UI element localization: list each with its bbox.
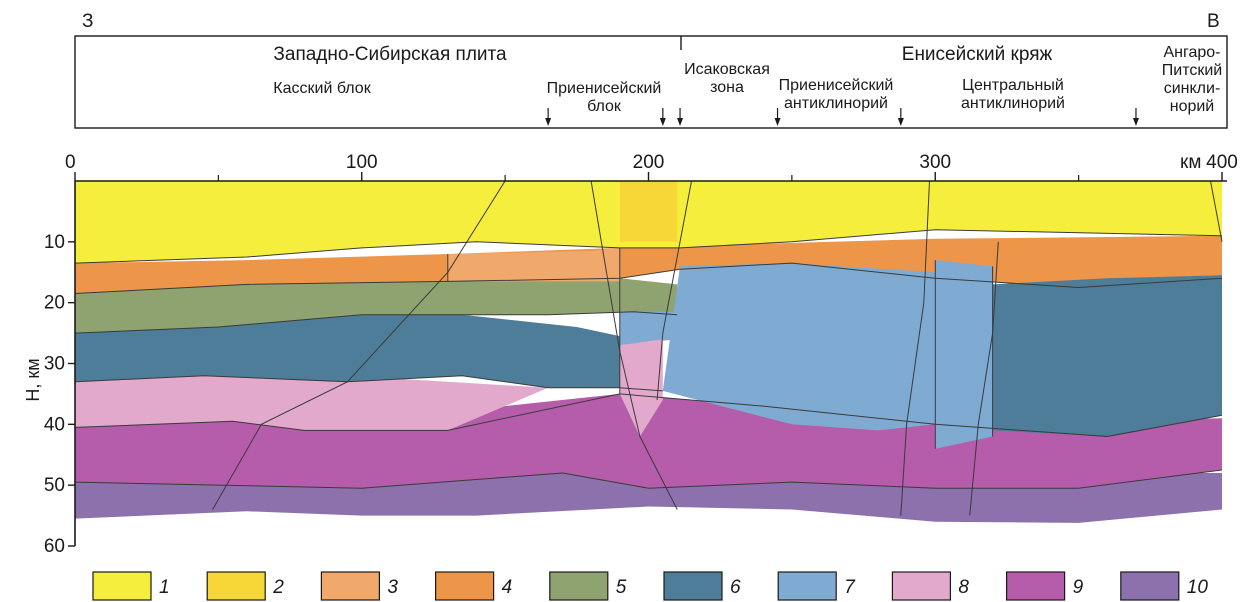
legend-label-3: 3	[387, 577, 398, 598]
layer-l7-area	[662, 263, 936, 431]
boundary-arrows	[545, 108, 1139, 126]
west-label: З	[82, 11, 93, 32]
y-axis-label: H, км	[23, 358, 43, 401]
legend-label-5: 5	[616, 577, 627, 598]
y-tick-label: 50	[44, 475, 65, 496]
layer-l6-area	[75, 308, 620, 388]
boundary-line	[590, 181, 678, 510]
legend-label-4: 4	[502, 577, 513, 598]
y-tick-label: 60	[44, 536, 65, 557]
x-axis: км 0 100 200 300 400	[65, 152, 1238, 181]
legend: 1 2 3 4 5 6 7 8 9 10	[92, 571, 1209, 601]
legend-swatch-1	[92, 571, 152, 601]
boundary-line	[656, 181, 692, 401]
legend-swatch-6	[663, 571, 723, 601]
x-tick-label: 400	[1206, 152, 1238, 173]
legend-label-10: 10	[1187, 577, 1209, 598]
legend-swatch-8	[891, 571, 952, 601]
legend-label-2: 2	[272, 577, 284, 598]
y-tick-label: 20	[44, 293, 65, 314]
header-frame: З В Западно-Сибирская плита Енисейский к…	[74, 11, 1228, 129]
ridge-title: Енисейский кряж	[902, 44, 1053, 65]
y-axis: H, км 10 20 30 40 50 60	[23, 232, 75, 557]
legend-swatch-7	[777, 571, 837, 601]
layer-l8-area	[619, 339, 663, 437]
boundary-arrow-head	[897, 118, 904, 126]
y-tick-label: 10	[44, 232, 65, 253]
legend-swatch-5	[549, 571, 609, 601]
boundary-line	[1210, 181, 1223, 242]
legend-swatch-3	[320, 571, 380, 601]
legend-label-6: 6	[730, 577, 741, 598]
boundary-line	[75, 469, 1223, 489]
boundary-arrow-head	[1132, 118, 1139, 126]
x-axis-unit-label: км	[1180, 152, 1201, 173]
legend-label-8: 8	[958, 577, 969, 598]
layer-l5-area	[75, 278, 678, 334]
section-plot	[74, 180, 1227, 546]
section-boundaries	[75, 181, 1223, 516]
legend-swatch-4	[435, 571, 495, 601]
layer-l2-area	[619, 181, 678, 242]
layer-l6-area	[992, 275, 1222, 437]
boundary-line	[969, 241, 999, 516]
legend-swatch-2	[206, 571, 266, 601]
boundary-line	[75, 262, 1223, 294]
legend-label-9: 9	[1073, 577, 1084, 598]
legend-swatch-9	[1005, 571, 1066, 601]
east-label: В	[1207, 11, 1220, 32]
y-tick-label: 40	[44, 414, 65, 435]
legend-label-7: 7	[844, 577, 856, 598]
boundary-line	[900, 181, 930, 516]
legend-label-1: 1	[159, 577, 170, 598]
y-tick-label: 30	[44, 354, 65, 375]
boundary-arrow-head	[774, 118, 781, 126]
boundary-arrow-head	[659, 118, 666, 126]
section-layers	[75, 181, 1222, 523]
boundary-arrow-head	[545, 118, 552, 126]
layer-l7-area	[935, 260, 993, 449]
x-tick-label: 100	[346, 152, 378, 173]
plate-title: Западно-Сибирская плита	[273, 44, 507, 65]
layer-l3-area	[447, 247, 620, 282]
boundary-line	[75, 311, 678, 334]
x-tick-label: 300	[919, 152, 951, 173]
header-box	[74, 35, 1228, 129]
x-tick-label: 0	[65, 152, 76, 173]
unit-label-kassky: Касский блок	[273, 80, 371, 97]
boundary-arrow-head	[677, 118, 684, 126]
legend-swatch-10	[1120, 571, 1180, 601]
x-tick-label: 200	[633, 152, 665, 173]
layer-l4-area	[75, 235, 1222, 294]
layer-l7-area	[619, 311, 678, 346]
